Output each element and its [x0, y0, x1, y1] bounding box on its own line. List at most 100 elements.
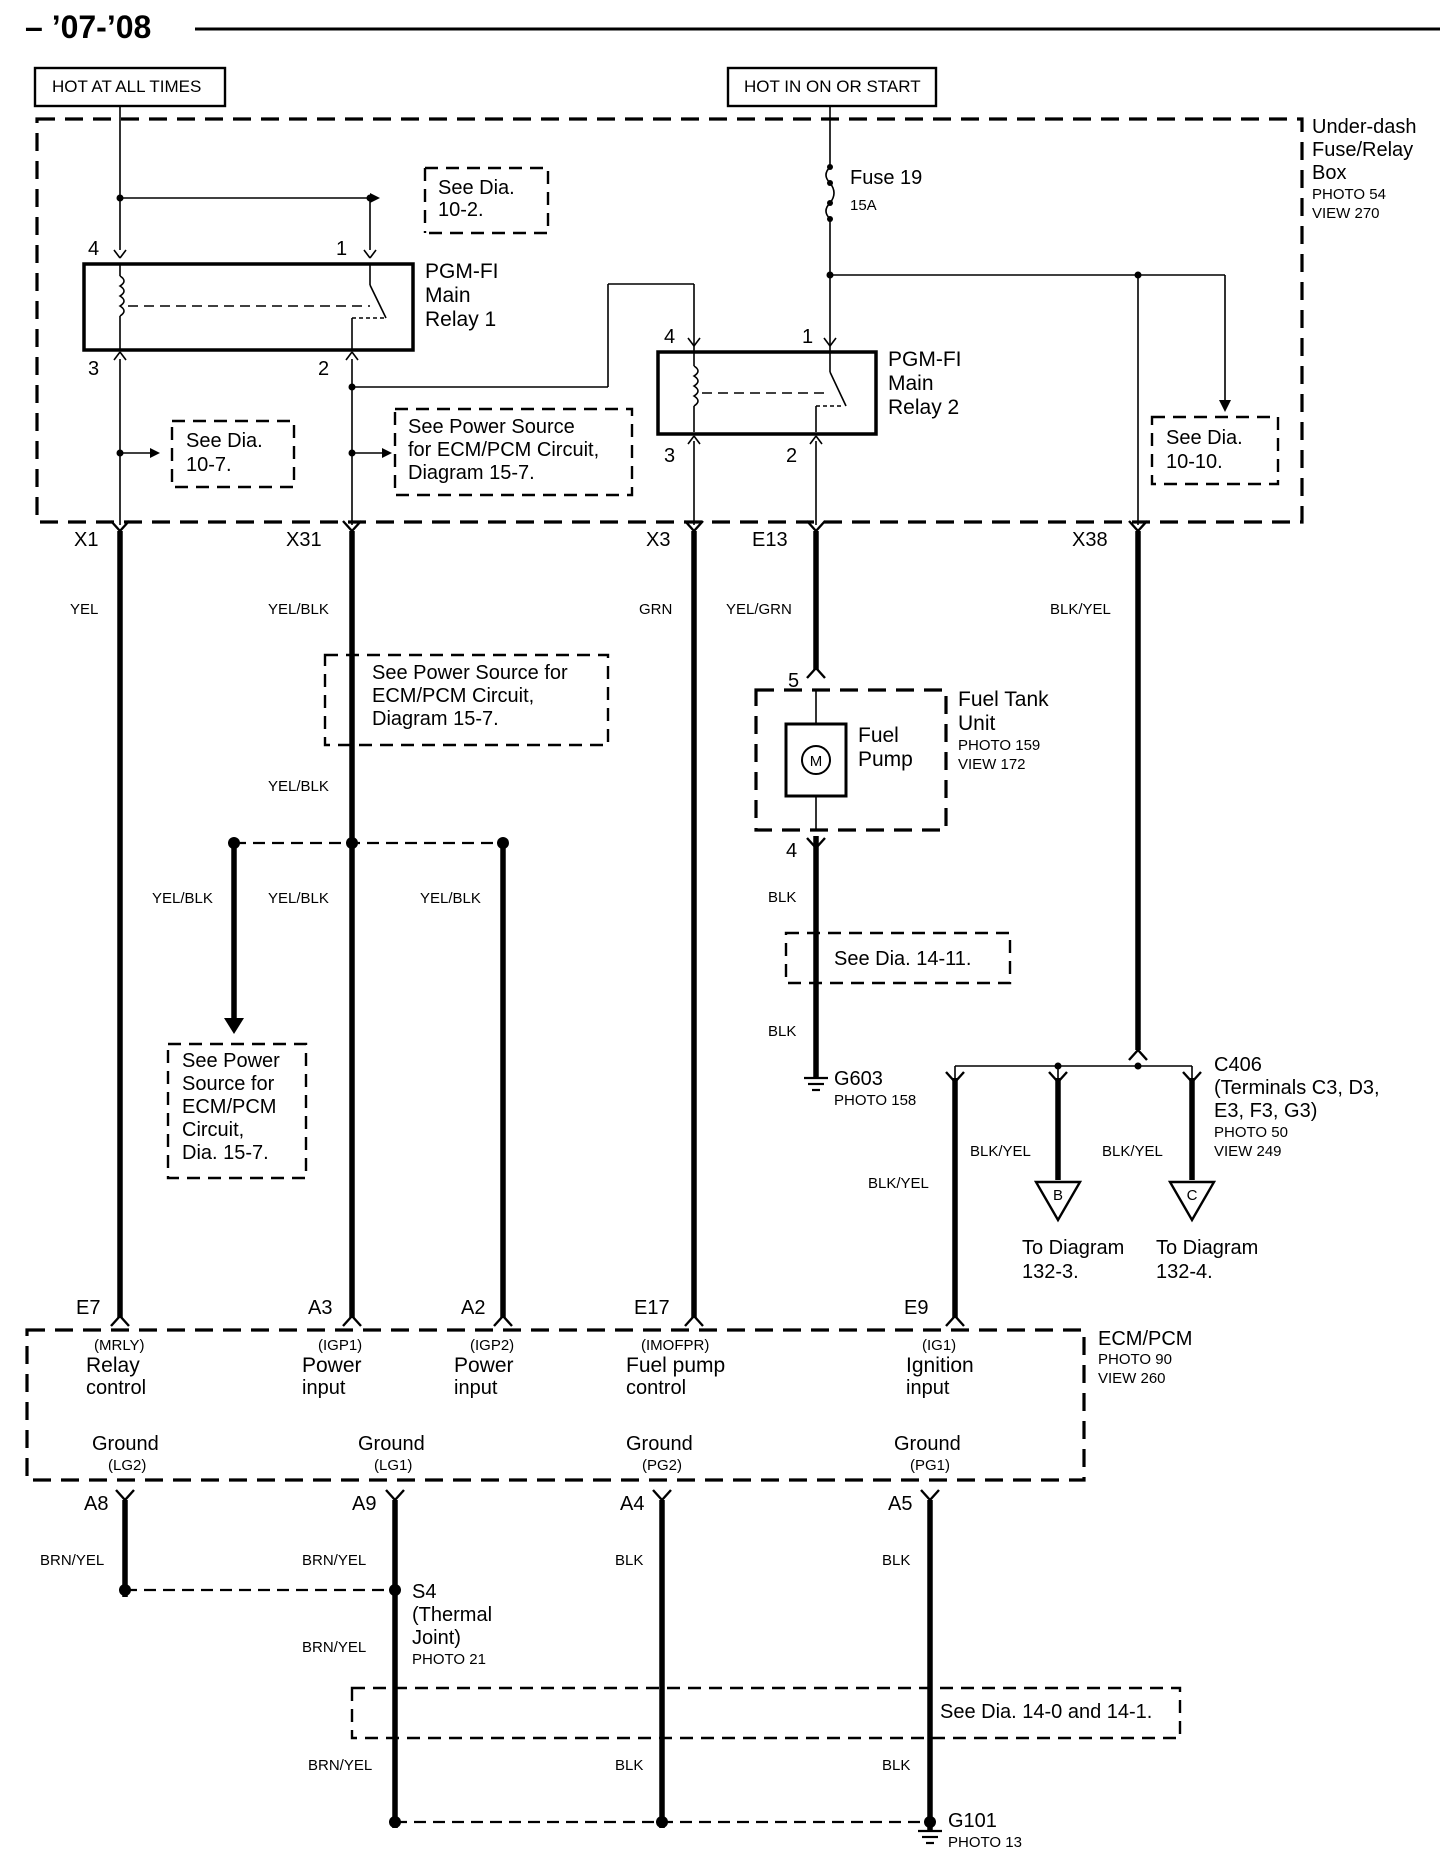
relay2-pin-3: 3	[664, 445, 675, 467]
ecm-code-igp2: (IGP2)	[470, 1337, 514, 1354]
s4-thermal-joint: S4 (Thermal Joint) PHOTO 21	[119, 1581, 492, 1668]
to-diagram-c-text-2: 132-4.	[1156, 1261, 1213, 1283]
ecm-func-input-1: input	[302, 1377, 346, 1399]
ecm-code-igp1: (IGP1)	[318, 1337, 362, 1354]
fuse-box-view: VIEW 270	[1312, 205, 1380, 222]
hot-in-on-or-start-label: HOT IN ON OR START	[726, 66, 938, 108]
c406-connector: C406 (Terminals C3, D3, E3, F3, G3) PHOT…	[945, 1048, 1380, 1160]
ecm-pin-a3-label: A3	[308, 1297, 332, 1319]
wire-blk-pump-1: BLK	[768, 889, 796, 906]
wire-blk-a5: BLK	[882, 1552, 910, 1569]
s4-photo: PHOTO 21	[412, 1651, 486, 1668]
pgm-fi-main-relay-2: 4 1 3 2 PGM-FI Main Relay 2	[656, 326, 962, 467]
see-dia-10-2-box: See Dia. 10-2.	[423, 166, 550, 235]
ecm-pin-a2-label: A2	[461, 1297, 485, 1319]
power-source-3-text-3: ECM/PCM	[182, 1096, 276, 1118]
relay1-pin-2: 2	[318, 358, 329, 380]
wire-grn-x3: GRN	[639, 601, 672, 618]
fuse-relay-box-outline	[35, 117, 1304, 524]
ecm-ground-pg2-label: Ground	[626, 1433, 693, 1455]
ecm-pin-e9: E9 (IG1) Ignition input	[904, 1297, 974, 1399]
wire-blk-g101-a4: BLK	[615, 1757, 643, 1774]
wire-brn-yel-s4: BRN/YEL	[302, 1639, 366, 1656]
s4-label-3: Joint)	[412, 1627, 461, 1649]
ecm-pin-a8: A8	[84, 1493, 108, 1515]
relay1-label-1: PGM-FI	[425, 260, 499, 283]
relay2-label-1: PGM-FI	[888, 348, 962, 371]
ecm-pin-a4: A4	[620, 1493, 644, 1515]
wire-blk-yel-e9: BLK/YEL	[868, 1175, 929, 1192]
wire-yel-blk-a2: YEL/BLK	[420, 890, 481, 907]
fuse-19-rating: 15A	[850, 197, 877, 214]
hot-at-all-times-label: HOT AT ALL TIMES	[33, 66, 227, 108]
wire-color-labels: YEL YEL/BLK GRN YEL/GRN BLK/YEL YEL/BLK …	[40, 601, 1163, 1774]
wire-yel-x1: YEL	[70, 601, 98, 618]
g603-name: G603	[834, 1068, 883, 1090]
fuel-tank-label-2: Unit	[958, 712, 996, 735]
relay1-label-2: Main	[425, 284, 471, 307]
g101-photo: PHOTO 13	[948, 1834, 1022, 1851]
power-source-3-text-4: Circuit,	[182, 1119, 244, 1141]
to-diagram-b: B To Diagram 132-3.	[1022, 1180, 1124, 1283]
fuel-tank-label-1: Fuel Tank	[958, 688, 1049, 711]
ecm-func-input-3: input	[906, 1377, 950, 1399]
see-power-source-box-3: See Power Source for ECM/PCM Circuit, Di…	[166, 1042, 308, 1180]
fuel-tank-pin-4: 4	[786, 840, 797, 862]
ecm-gcode-pg2: (PG2)	[642, 1457, 682, 1474]
wire-brn-yel-a9: BRN/YEL	[302, 1552, 366, 1569]
wire-blk-yel-x38: BLK/YEL	[1050, 601, 1111, 618]
wire-yel-blk-a3: YEL/BLK	[268, 890, 329, 907]
wire-blk-yel-c: BLK/YEL	[1102, 1143, 1163, 1160]
ecm-pin-a9: A9	[352, 1493, 376, 1515]
ecm-pin-e7-label: E7	[76, 1297, 100, 1319]
power-source-2-text-2: ECM/PCM Circuit,	[372, 685, 534, 707]
main-wires	[117, 531, 1195, 1830]
fuse-box-name-1: Under-dash	[1312, 116, 1417, 138]
terminal-x3: X3	[646, 529, 670, 551]
ecm-pcm-photo: PHOTO 90	[1098, 1351, 1172, 1368]
terminal-x38: X38	[1072, 529, 1108, 551]
power-source-2-text-3: Diagram 15-7.	[372, 708, 499, 730]
fuel-tank-unit: M 5 4 Fuel Pump Fuel Tank Unit PHOTO 159…	[754, 666, 1049, 862]
header: – ’07-’08	[25, 9, 1440, 45]
hot-in-on-or-start-text: HOT IN ON OR START	[744, 77, 921, 96]
fuse-box-name-2: Fuse/Relay	[1312, 139, 1413, 161]
ecm-pin-a3: A3 (IGP1) Power input	[302, 1297, 362, 1399]
ecm-code-mrly: (MRLY)	[94, 1337, 145, 1354]
ecm-grounds: Ground (LG2) Ground (LG1) Ground (PG2) G…	[84, 1433, 961, 1515]
terminal-x31: X31	[286, 529, 322, 551]
see-dia-10-7-box: See Dia. 10-7.	[170, 419, 296, 489]
ecm-func-power-1: Power	[302, 1354, 362, 1377]
fuse-box-photo: PHOTO 54	[1312, 186, 1386, 203]
to-diagram-c: C To Diagram 132-4.	[1156, 1180, 1258, 1283]
ecm-ground-lg2-label: Ground	[92, 1433, 159, 1455]
ecm-pin-e7: E7 (MRLY) Relay control	[76, 1297, 146, 1399]
ecm-gcode-pg1: (PG1)	[910, 1457, 950, 1474]
ecm-func-power-2: Power	[454, 1354, 514, 1377]
fuel-tank-photo: PHOTO 159	[958, 737, 1040, 754]
see-dia-10-10-box: See Dia. 10-10.	[1150, 415, 1280, 486]
see-dia-14-0-box: See Dia. 14-0 and 14-1.	[350, 1686, 1182, 1740]
ecm-ground-pg1-label: Ground	[894, 1433, 961, 1455]
see-dia-14-11-text: See Dia. 14-11.	[834, 948, 972, 970]
c406-view: VIEW 249	[1214, 1143, 1282, 1160]
see-dia-10-10-text-2: 10-10.	[1166, 451, 1223, 473]
see-dia-14-11-box: See Dia. 14-11.	[784, 931, 1012, 985]
wire-brn-yel-a8: BRN/YEL	[40, 1552, 104, 1569]
ecm-func-control-1: control	[86, 1377, 146, 1399]
ecm-pcm-name: ECM/PCM	[1098, 1328, 1192, 1350]
power-source-1-text-2: for ECM/PCM Circuit,	[408, 439, 599, 461]
fuse-19-name: Fuse 19	[850, 167, 922, 189]
relay1-label-3: Relay 1	[425, 308, 496, 331]
relay1-pin-1: 1	[336, 238, 347, 260]
see-dia-10-7-text-1: See Dia.	[186, 430, 263, 452]
see-dia-14-0-text: See Dia. 14-0 and 14-1.	[940, 1701, 1152, 1723]
ecm-pcm-view: VIEW 260	[1098, 1370, 1166, 1387]
fuse-19: Fuse 19 15A	[850, 167, 922, 214]
g603-ground: G603 PHOTO 158	[804, 1062, 916, 1109]
motor-symbol: M	[810, 753, 823, 770]
box-terminals: X1 X31 X3 E13 X38	[74, 520, 1148, 551]
wire-blk-g101-a5: BLK	[882, 1757, 910, 1774]
g101-name: G101	[948, 1810, 997, 1832]
